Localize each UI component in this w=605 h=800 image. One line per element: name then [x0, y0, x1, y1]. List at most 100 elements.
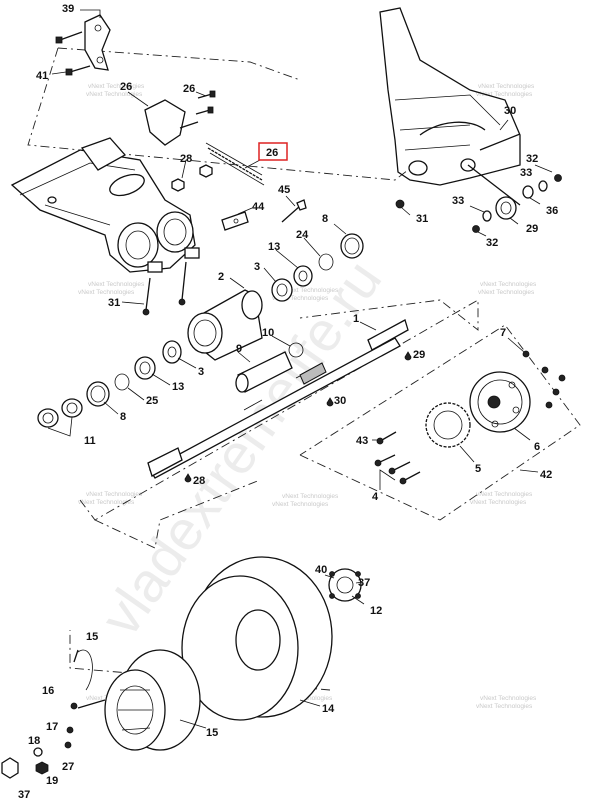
frame-body	[379, 7, 521, 186]
watermark: vNext Technologies	[272, 295, 329, 302]
grease-drop-icon	[184, 473, 192, 483]
callout-3-lower[interactable]: 3	[198, 366, 204, 378]
callout-31[interactable]: 31	[416, 213, 428, 225]
nuts-28	[171, 164, 213, 192]
swing-arm-detail	[19, 162, 136, 226]
callout-8-upper[interactable]: 8	[322, 213, 328, 225]
callout-39[interactable]: 37	[18, 789, 30, 800]
callout-36[interactable]: 36	[546, 205, 558, 217]
callout-45[interactable]: 45	[278, 184, 290, 196]
leader-3	[263, 267, 277, 283]
leader-11	[47, 416, 73, 437]
callout-26-b[interactable]: 30	[334, 395, 346, 407]
callout-32-upper[interactable]: 32	[526, 153, 538, 165]
callout-13-upper[interactable]: 13	[268, 241, 280, 253]
callout-12[interactable]: 12	[370, 605, 382, 617]
plate-hole	[233, 218, 239, 224]
leader-22	[127, 91, 149, 107]
callout-18[interactable]: 17	[46, 721, 58, 733]
leader-9	[237, 351, 251, 363]
callout-14[interactable]: 14	[322, 703, 335, 715]
callout-25-lower[interactable]: 25	[146, 395, 158, 407]
bolt-head	[178, 298, 186, 306]
callout-33[interactable]: 33	[452, 195, 464, 207]
axle-1	[147, 319, 409, 479]
callout-40[interactable]: 40	[315, 564, 327, 576]
callout-27[interactable]: 31	[108, 297, 120, 309]
leader-33	[469, 205, 485, 213]
leader-12	[351, 595, 365, 605]
callout-2[interactable]: 2	[218, 271, 224, 283]
callout-19[interactable]: 18	[28, 735, 40, 747]
callout-16[interactable]: 15	[86, 631, 98, 643]
callout-42[interactable]: 42	[540, 469, 552, 481]
callout-23[interactable]: 26	[183, 83, 195, 95]
axle-knurl	[299, 362, 327, 385]
callout-8-lower[interactable]: 8	[120, 411, 126, 423]
wheel-boundary	[69, 630, 331, 691]
callout-10[interactable]: 10	[262, 327, 274, 339]
ring-25-lower	[114, 373, 130, 391]
nuts-11	[37, 398, 83, 428]
highlight-box-21	[258, 142, 288, 161]
callout-1[interactable]: 1	[353, 313, 359, 325]
sprocket-5	[425, 402, 471, 448]
frame-detail	[394, 94, 501, 151]
callout-15[interactable]: 15	[206, 727, 218, 739]
frame-section	[379, 7, 521, 206]
callout-37[interactable]: 37	[358, 577, 370, 589]
callout-25-upper[interactable]: 24	[296, 229, 309, 241]
callout-29[interactable]: 29	[526, 223, 538, 235]
axle-boundary	[79, 299, 479, 521]
callout-34[interactable]: 39	[62, 3, 74, 15]
shock-mount-parts	[395, 133, 562, 233]
leader-8-lower	[103, 401, 119, 415]
seal-inner	[90, 385, 106, 403]
callout-9[interactable]: 9	[236, 343, 242, 355]
callout-26-c[interactable]: 28	[193, 475, 205, 487]
seal-8-lower	[86, 381, 110, 407]
callout-4[interactable]: 6	[534, 441, 540, 453]
callout-24[interactable]: 27	[62, 761, 74, 773]
callout-44[interactable]: 44	[252, 201, 265, 213]
callout-6[interactable]: 4	[372, 491, 379, 503]
callout-20[interactable]: 19	[46, 775, 58, 787]
valve-line	[77, 649, 93, 691]
callout-17[interactable]: 16	[42, 685, 54, 697]
callout-21[interactable]: 26	[266, 147, 278, 159]
bushing-bore	[500, 201, 512, 215]
leader-45	[285, 195, 296, 207]
callout-41[interactable]: 41	[36, 70, 48, 82]
nut	[171, 178, 185, 192]
chain-21	[205, 142, 265, 186]
cap-39	[1, 757, 19, 779]
rim-inner	[116, 685, 154, 735]
plate	[221, 211, 249, 231]
callout-5[interactable]: 5	[475, 463, 481, 475]
callout-7[interactable]: 7	[500, 327, 506, 339]
nut-32	[472, 225, 480, 233]
leader-13-lower	[151, 373, 171, 386]
bolt-head	[65, 68, 73, 76]
valve-16	[73, 649, 93, 691]
nut-19	[33, 747, 43, 757]
bolt-shaft	[69, 65, 91, 73]
callout-13-lower[interactable]: 13	[172, 381, 184, 393]
callout-28[interactable]: 28	[180, 153, 192, 165]
callout-30[interactable]: 30	[504, 105, 516, 117]
callout-26-a[interactable]: 29	[413, 349, 425, 361]
leader-7	[507, 337, 525, 353]
callout-33-upper[interactable]: 33	[520, 167, 532, 179]
callout-32-lower[interactable]: 32	[486, 237, 498, 249]
leader-42	[519, 469, 539, 473]
bolt-head	[55, 36, 63, 44]
leader-15	[179, 719, 207, 729]
washer-33	[538, 180, 548, 192]
valve-stem	[73, 649, 79, 663]
callout-43[interactable]: 43	[356, 435, 368, 447]
callout-22[interactable]: 26	[120, 81, 132, 93]
callout-11[interactable]: 11	[84, 435, 96, 447]
leader-13	[275, 249, 299, 269]
callout-3-upper[interactable]: 3	[254, 261, 260, 273]
bolt-head	[545, 401, 553, 409]
